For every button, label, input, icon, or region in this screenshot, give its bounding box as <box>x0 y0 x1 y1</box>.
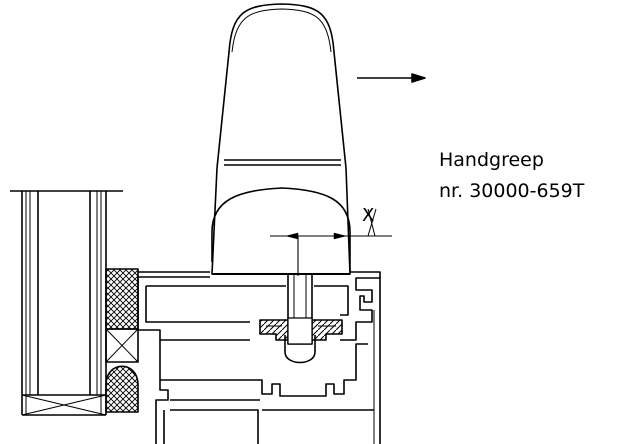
handle-grip <box>216 3 347 169</box>
glazing-profile <box>10 190 123 416</box>
part-number-label: nr. 30000-659T <box>439 180 585 202</box>
handle-base <box>211 167 351 275</box>
handle-grip-inner <box>231 8 332 53</box>
dimension-x-label: X <box>362 205 375 226</box>
product-name-label: Handgreep <box>439 149 544 171</box>
seal-column <box>105 268 139 413</box>
sash-profile <box>137 271 381 444</box>
